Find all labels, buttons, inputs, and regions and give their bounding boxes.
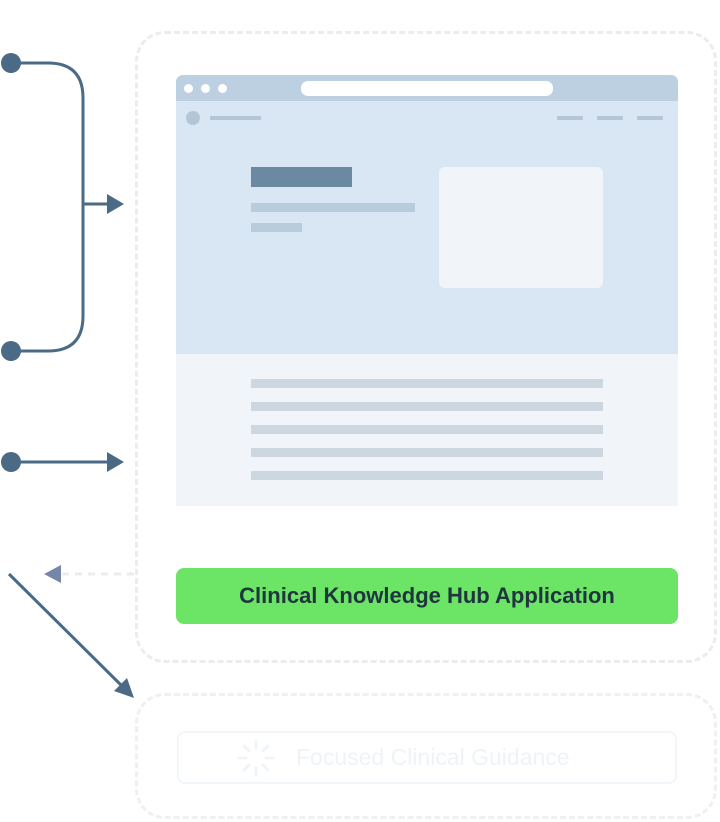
text-placeholder bbox=[251, 203, 415, 212]
window-dot-icon bbox=[201, 84, 210, 93]
bracket-arrow bbox=[84, 194, 124, 214]
browser-title-bar bbox=[176, 75, 678, 101]
window-dot-icon bbox=[218, 84, 227, 93]
nav-link-placeholder bbox=[597, 116, 623, 120]
guidance-container bbox=[135, 693, 717, 819]
application-container bbox=[135, 31, 717, 663]
input-node-bottom bbox=[1, 341, 21, 361]
arrowhead-icon bbox=[107, 194, 124, 214]
heading-placeholder bbox=[251, 167, 352, 187]
window-dot-icon bbox=[184, 84, 193, 93]
image-placeholder bbox=[439, 167, 603, 288]
input-node-top bbox=[1, 53, 21, 73]
single-input-arrow bbox=[1, 452, 124, 472]
nav-link-placeholder bbox=[557, 116, 583, 120]
content-line-placeholder bbox=[251, 471, 603, 480]
arrowhead-icon bbox=[114, 678, 134, 698]
spinner-icon bbox=[237, 739, 275, 777]
text-placeholder bbox=[251, 223, 302, 232]
site-name-placeholder bbox=[210, 116, 261, 120]
focused-clinical-guidance-label: Focused Clinical Guidance bbox=[296, 744, 570, 770]
content-line-placeholder bbox=[251, 379, 603, 388]
bracket-connector bbox=[1, 53, 85, 361]
nav-link-placeholder bbox=[637, 116, 663, 120]
hero-section bbox=[176, 101, 678, 354]
browser-window-mockup bbox=[176, 75, 678, 506]
focused-clinical-guidance-button[interactable] bbox=[177, 731, 677, 784]
arrowhead-icon bbox=[107, 452, 124, 472]
content-line-placeholder bbox=[251, 425, 603, 434]
content-line-placeholder bbox=[251, 402, 603, 411]
diagonal-arrow bbox=[7, 572, 134, 698]
url-bar bbox=[301, 81, 553, 96]
clinical-knowledge-hub-button[interactable]: Clinical Knowledge Hub Application bbox=[176, 568, 678, 624]
dashed-output-arrow bbox=[44, 565, 134, 583]
content-line-placeholder bbox=[251, 448, 603, 457]
arrowhead-icon bbox=[44, 565, 61, 583]
logo-placeholder-icon bbox=[186, 111, 200, 125]
